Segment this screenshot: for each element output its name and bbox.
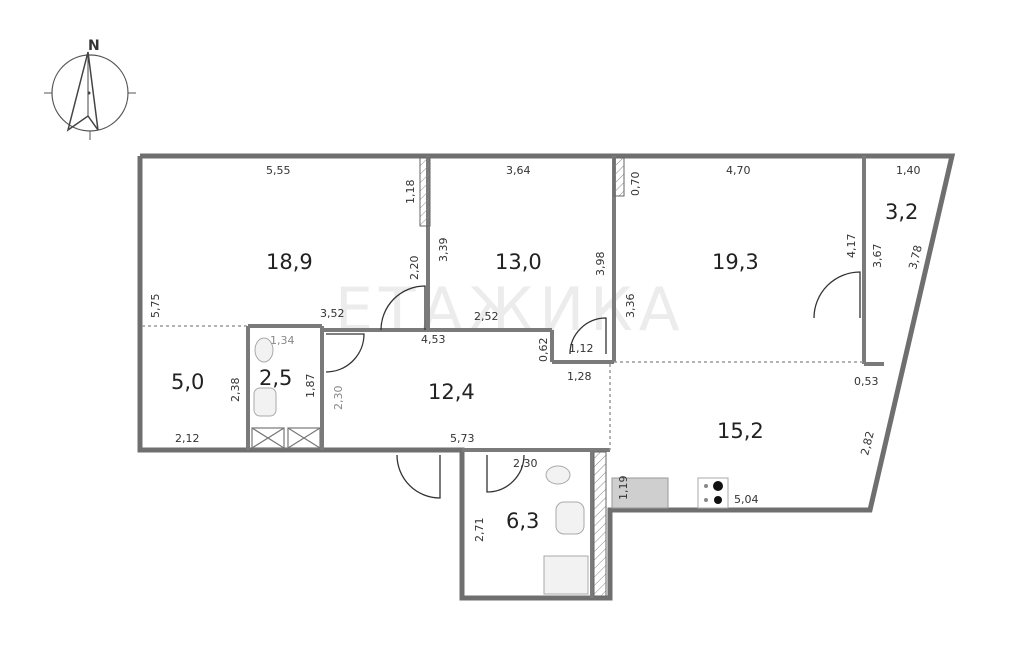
- area-room-c: 19,3: [712, 250, 759, 274]
- dimension-labels: 5,55 1,18 3,39 2,20 5,75 3,52 3,64 3,98 …: [149, 164, 925, 542]
- dim-label: 3,36: [624, 294, 637, 319]
- toilet-icon: [254, 337, 274, 363]
- area-kitchen: 15,2: [717, 419, 764, 443]
- counter-icon: [611, 477, 669, 509]
- dim-label: 3,64: [506, 164, 531, 177]
- hatched-segments: [419, 157, 625, 597]
- dim-label: 2,30: [513, 457, 538, 470]
- dim-label: 4,70: [726, 164, 751, 177]
- north-label: N: [88, 38, 100, 54]
- doors: [325, 271, 861, 499]
- dim-label: 0,62: [537, 338, 550, 363]
- dim-label: 3,39: [437, 238, 450, 263]
- dim-label: 2,38: [229, 378, 242, 403]
- dim-label: 2,82: [858, 430, 877, 457]
- area-room-d: 3,2: [885, 200, 918, 224]
- dim-label: 3,78: [906, 244, 925, 271]
- dim-label: 1,19: [617, 476, 630, 501]
- sink-icon: [555, 501, 585, 535]
- dim-label: 3,52: [320, 307, 345, 320]
- dim-label: 0,53: [854, 375, 879, 388]
- dim-label: 3,98: [594, 252, 607, 277]
- dim-label: 2,20: [408, 256, 421, 281]
- zone-lines: [142, 325, 864, 450]
- dim-label: 4,53: [421, 333, 446, 346]
- watermark: ЕТАЖИКА: [335, 275, 686, 345]
- area-bath: 6,3: [506, 509, 539, 533]
- dim-label: 1,12: [569, 342, 594, 355]
- area-hall: 12,4: [428, 380, 475, 404]
- dim-label: 5,73: [450, 432, 475, 445]
- area-room-b: 13,0: [495, 250, 542, 274]
- dim-label: 5,75: [149, 294, 162, 319]
- dim-label: 1,18: [404, 180, 417, 205]
- dim-label: 2,71: [473, 518, 486, 543]
- dim-label: 1,40: [896, 164, 921, 177]
- bathtub-icon: [543, 555, 589, 595]
- toilet-icon: [545, 465, 571, 485]
- area-room-f: 2,5: [259, 366, 292, 390]
- dim-label: 2,12: [175, 432, 200, 445]
- dim-label: 2,52: [474, 310, 499, 323]
- interior-walls: [246, 156, 884, 598]
- north-compass: N: [44, 38, 136, 140]
- dim-label: 2,30: [332, 386, 345, 411]
- dim-label: 0,70: [629, 172, 642, 197]
- storage-boxes: [251, 427, 321, 449]
- area-room-e: 5,0: [171, 370, 204, 394]
- room-areas: 18,9 13,0 19,3 3,2 5,0 2,5 12,4 15,2 6,3: [171, 200, 918, 533]
- area-room-a: 18,9: [266, 250, 313, 274]
- sink-icon: [253, 387, 277, 417]
- dim-label: 5,04: [734, 493, 759, 506]
- dim-label: 1,28: [567, 370, 592, 383]
- dim-label: 5,55: [266, 164, 291, 177]
- stove-icon: [697, 477, 729, 509]
- dim-label: 3,67: [871, 244, 884, 269]
- dim-label: 1,87: [304, 374, 317, 399]
- fixtures: [253, 337, 729, 595]
- dim-label: 4,17: [845, 234, 858, 259]
- dim-label: 1,34: [270, 334, 295, 347]
